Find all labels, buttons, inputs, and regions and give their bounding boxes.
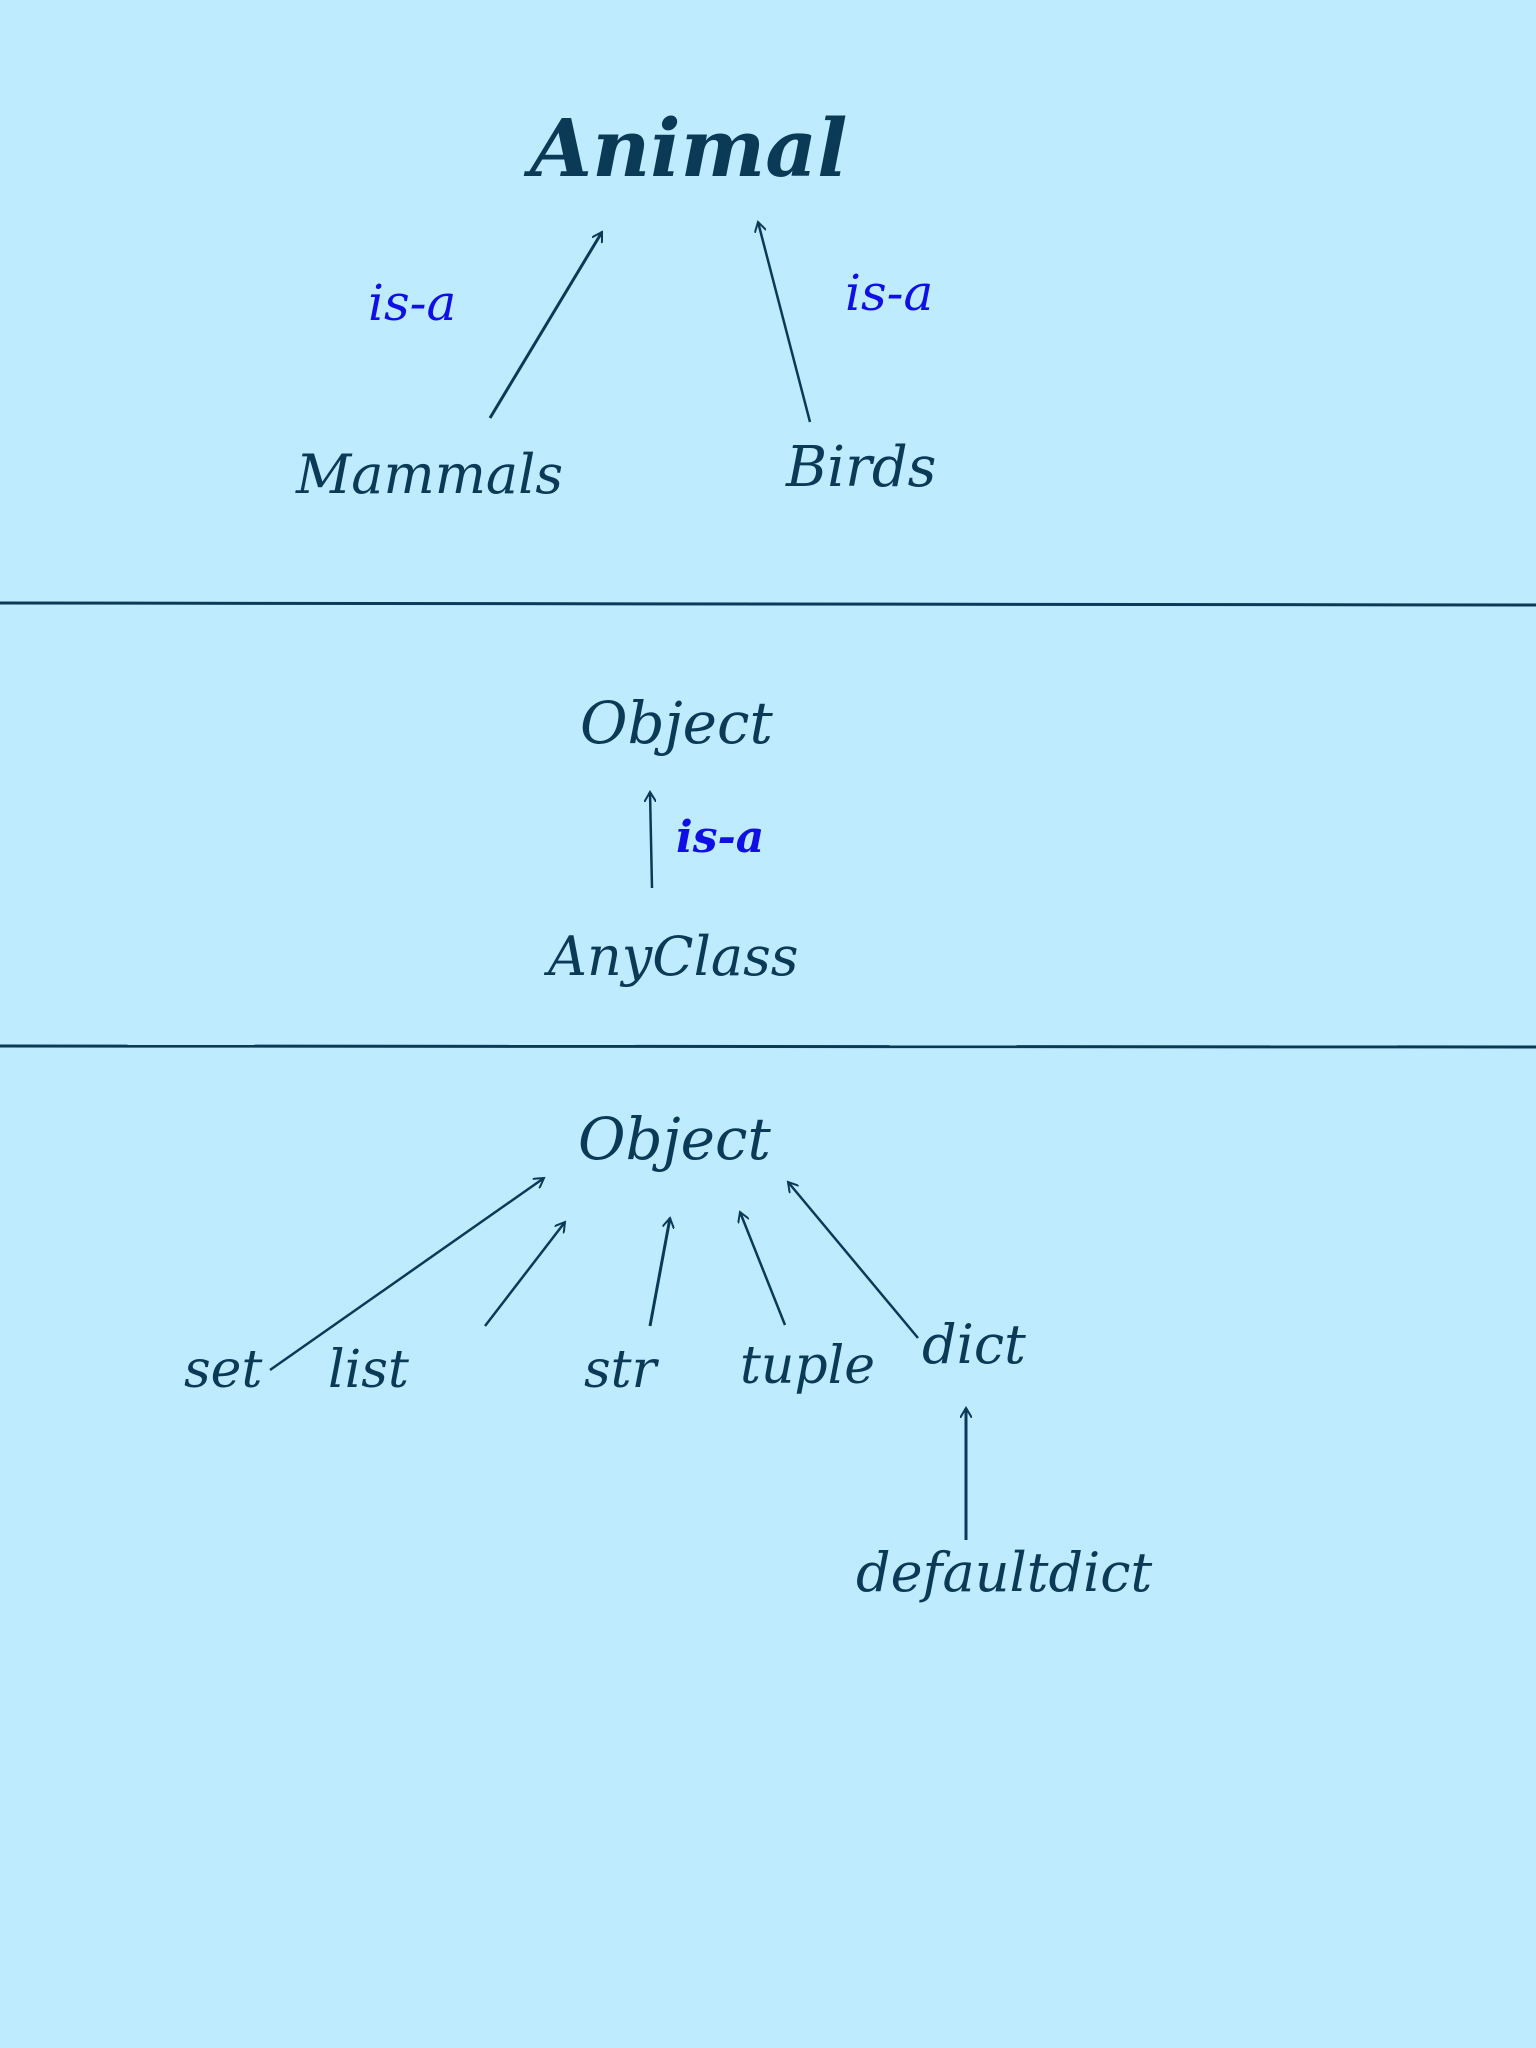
arrow-list-to-object [484, 1222, 565, 1327]
arrow-set-to-object [269, 1178, 544, 1372]
node-animal: Animal [530, 101, 848, 195]
node-anyclass: AnyClass [548, 925, 799, 988]
arrow-anyclass-to-object [650, 792, 652, 889]
node-object: Object [578, 1105, 771, 1173]
edge-label-is-a-right: is-a [845, 264, 934, 322]
section-divider [0, 601, 1536, 607]
arrow-str-to-object [648, 1218, 670, 1327]
arrow-mammals-to-animal [488, 232, 604, 419]
node-dict: dict [922, 1313, 1026, 1376]
arrow-dict-to-object [788, 1182, 919, 1339]
node-mammals: Mammals [296, 443, 564, 506]
section-divider [0, 1044, 1536, 1049]
node-list: list [328, 1340, 409, 1400]
node-birds: Birds [786, 435, 937, 500]
node-object: Object [580, 689, 773, 757]
node-set: set [184, 1340, 263, 1400]
edge-label-is-a: is-a [676, 812, 765, 863]
node-tuple: tuple [740, 1336, 876, 1396]
arrow-tuple-to-object [740, 1212, 787, 1326]
node-defaultdict: defaultdict [856, 1541, 1153, 1604]
edge-label-is-a-left: is-a [368, 274, 457, 332]
node-str: str [584, 1340, 657, 1400]
arrow-birds-to-animal [758, 222, 812, 423]
